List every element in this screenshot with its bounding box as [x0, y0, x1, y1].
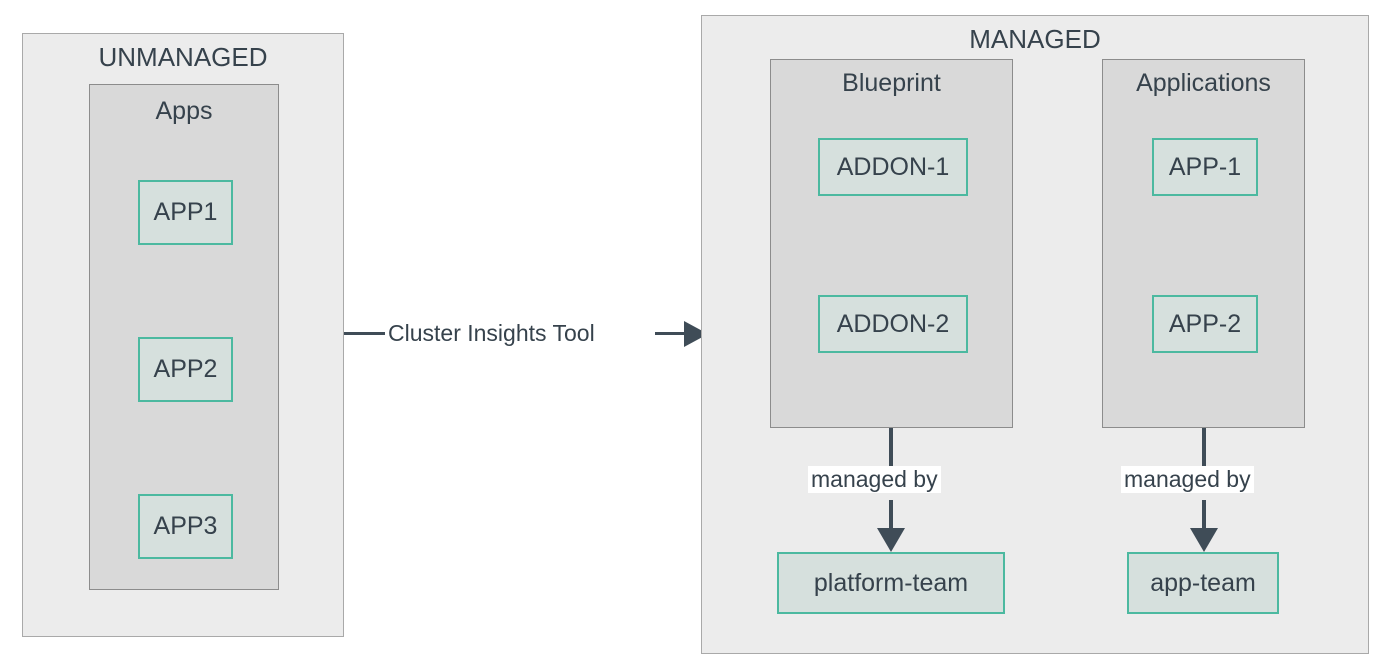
- application-node-label: APP-2: [1168, 309, 1242, 338]
- addon-node-addon-2[interactable]: ADDON-2: [818, 295, 968, 353]
- unmanaged-panel-title: UNMANAGED: [98, 42, 268, 72]
- applications-owner-arrowhead-icon: [1190, 528, 1218, 552]
- blueprint-owner-edge-label: managed by: [808, 466, 941, 494]
- addon-node-addon-1[interactable]: ADDON-1: [818, 138, 968, 196]
- application-node-label: APP-1: [1168, 152, 1242, 181]
- blueprint-owner-connector-upper: [889, 428, 893, 484]
- apps-subgroup[interactable]: Apps APP1 APP2 APP3: [89, 84, 279, 590]
- app-node-label: APP1: [153, 198, 218, 226]
- transition-connector-line: [344, 332, 386, 335]
- app-node-app2[interactable]: APP2: [138, 337, 233, 402]
- managed-panel[interactable]: MANAGED Blueprint ADDON-1 ADDON-2 manage…: [701, 15, 1369, 654]
- app-node-label: APP2: [153, 355, 218, 383]
- application-node-app-1[interactable]: APP-1: [1152, 138, 1258, 196]
- managed-panel-title: MANAGED: [969, 24, 1101, 54]
- app-node-app1[interactable]: APP1: [138, 180, 233, 245]
- addon-node-label: ADDON-1: [836, 152, 950, 181]
- app-node-label: APP3: [153, 512, 218, 540]
- blueprint-group-title: Blueprint: [842, 69, 941, 97]
- applications-owner-edge-label: managed by: [1121, 466, 1254, 494]
- application-node-app-2[interactable]: APP-2: [1152, 295, 1258, 353]
- apps-subgroup-title: Apps: [155, 97, 213, 125]
- app-node-app3[interactable]: APP3: [138, 494, 233, 559]
- applications-group-title: Applications: [1136, 69, 1271, 97]
- applications-owner-connector-lower: [1202, 500, 1206, 532]
- transition-label: Cluster Insights Tool: [385, 320, 598, 348]
- addon-node-label: ADDON-2: [836, 309, 950, 338]
- owner-node-label: platform-team: [813, 568, 969, 597]
- blueprint-group[interactable]: Blueprint ADDON-1 ADDON-2: [770, 59, 1013, 428]
- blueprint-owner-arrowhead-icon: [877, 528, 905, 552]
- transition-connector-line-right: [655, 332, 685, 335]
- owner-node-label: app-team: [1150, 568, 1256, 597]
- owner-node-platform-team[interactable]: platform-team: [777, 552, 1005, 614]
- applications-group[interactable]: Applications APP-1 APP-2: [1102, 59, 1305, 428]
- unmanaged-panel[interactable]: UNMANAGED Apps APP1 APP2 APP3: [22, 33, 344, 637]
- owner-node-app-team[interactable]: app-team: [1127, 552, 1279, 614]
- applications-owner-connector-upper: [1202, 428, 1206, 484]
- blueprint-owner-connector-lower: [889, 500, 893, 532]
